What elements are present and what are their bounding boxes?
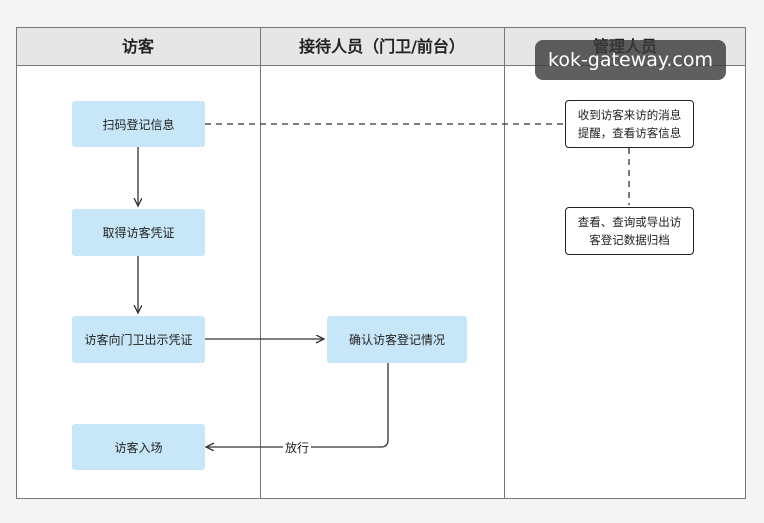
node-scan-register: 扫码登记信息 [72, 101, 205, 147]
node-export: 查看、查询或导出访 客登记数据归档 [565, 207, 694, 255]
node-export-line1: 查看、查询或导出访 [577, 215, 682, 229]
node-confirm-registration: 确认访客登记情况 [327, 316, 467, 363]
lane-divider-2 [504, 27, 505, 499]
node-get-credential: 取得访客凭证 [72, 209, 205, 256]
arrow-confirm-to-enter [206, 363, 389, 447]
node-notify-line2: 提醒，查看访客信息 [577, 126, 682, 140]
lane-divider-1 [260, 27, 261, 499]
watermark: kok-gateway.com [535, 40, 726, 80]
lane-title-reception: 接待人员（门卫/前台） [299, 37, 465, 56]
node-export-line2: 客登记数据归档 [589, 233, 670, 247]
node-visitor-enter: 访客入场 [72, 424, 205, 470]
edge-label-release: 放行 [283, 439, 312, 456]
lane-title-visitor: 访客 [121, 37, 154, 56]
node-show-credential: 访客向门卫出示凭证 [72, 316, 205, 363]
node-notify: 收到访客来访的消息 提醒，查看访客信息 [565, 100, 694, 148]
node-notify-line1: 收到访客来访的消息 [577, 108, 682, 122]
